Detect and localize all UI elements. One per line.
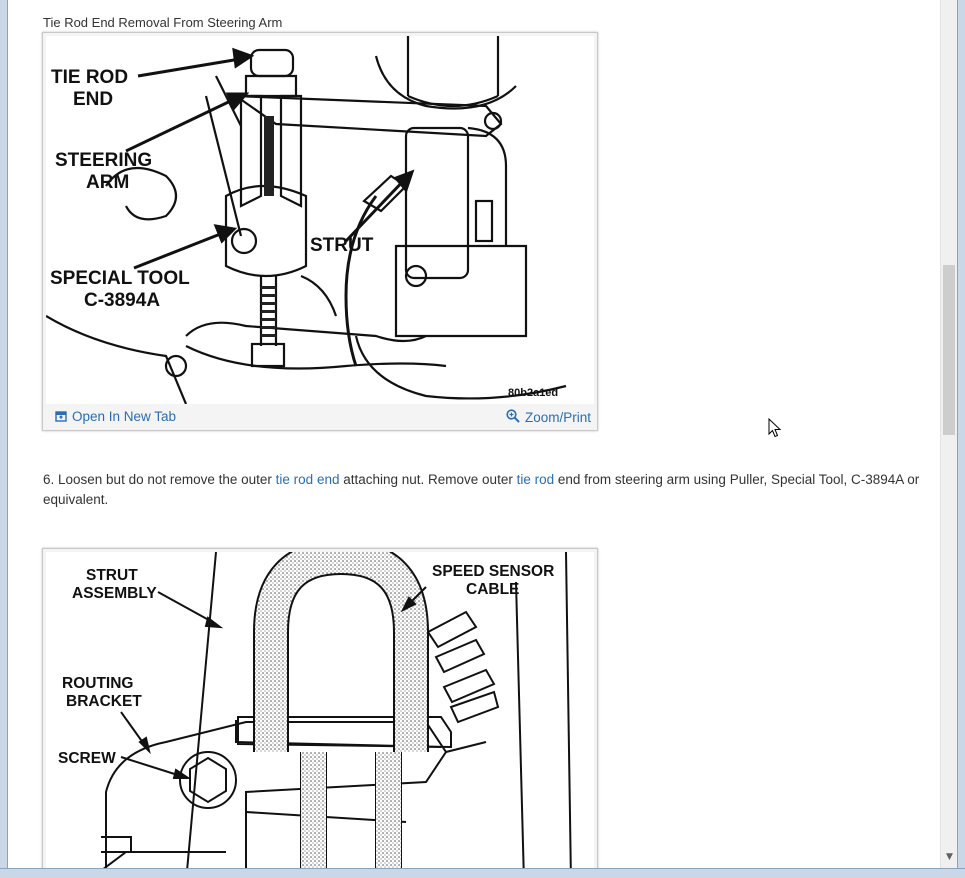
label-routing-1: ROUTING (62, 675, 133, 692)
mouse-pointer-icon (768, 418, 782, 438)
open-in-new-tab-label: Open In New Tab (72, 409, 177, 424)
label-strut-2: ASSEMBLY (72, 585, 157, 602)
label-steering-1: STEERING (55, 150, 152, 171)
zoom-print-link[interactable]: Zoom/Print (506, 409, 591, 425)
label-speed-sensor-1: SPEED SENSOR (432, 563, 554, 580)
label-special-tool-1: SPECIAL TOOL (50, 268, 190, 289)
open-in-new-tab-link[interactable]: Open In New Tab (55, 409, 176, 424)
scroll-down-arrow-icon[interactable]: ▼ (946, 852, 953, 862)
page-content: Tie Rod End Removal From Steering Arm (8, 0, 940, 868)
label-tie-rod-2: END (73, 89, 113, 110)
figure1-caption: Tie Rod End Removal From Steering Arm (43, 15, 283, 30)
open-in-new-tab-icon (55, 411, 67, 422)
figure1-container: TIE ROD END STEERING ARM STRUT SPECIAL T… (42, 32, 598, 431)
label-speed-sensor-2: CABLE (466, 581, 519, 598)
label-strut-1: STRUT (86, 567, 138, 584)
figure2-container: STRUT ASSEMBLY SPEED SENSOR CABLE ROUTIN… (42, 548, 598, 868)
step-6-text: 6. Loosen but do not remove the outer ti… (43, 470, 923, 510)
speed-sensor-diagram: STRUT ASSEMBLY SPEED SENSOR CABLE ROUTIN… (58, 552, 572, 868)
label-tie-rod-1: TIE ROD (51, 67, 128, 88)
window-bottom-frame (0, 868, 965, 878)
figure1-image[interactable]: TIE ROD END STEERING ARM STRUT SPECIAL T… (46, 36, 594, 404)
zoom-magnifier-icon (506, 409, 520, 423)
label-steering-2: ARM (86, 172, 129, 193)
zoom-print-label: Zoom/Print (524, 410, 591, 425)
label-special-tool-2: C-3894A (84, 290, 160, 311)
figure2-image[interactable]: STRUT ASSEMBLY SPEED SENSOR CABLE ROUTIN… (46, 552, 594, 868)
scrollbar-thumb[interactable] (943, 265, 955, 435)
step-6-mid: attaching nut. Remove outer (339, 472, 517, 487)
label-screw: SCREW (58, 750, 116, 767)
tie-rod-link[interactable]: tie rod (516, 472, 555, 487)
label-strut: STRUT (310, 235, 374, 256)
figure-code: 80b2a1ed (508, 387, 558, 399)
step-6-prefix: 6. Loosen but do not remove the outer (43, 472, 276, 487)
window-left-frame (0, 0, 8, 877)
step-6-suffix: end from steering arm using Puller, Spec… (43, 472, 920, 507)
label-routing-2: BRACKET (66, 693, 142, 710)
tie-rod-diagram: TIE ROD END STEERING ARM STRUT SPECIAL T… (46, 36, 567, 404)
window-right-frame (957, 0, 965, 868)
tie-rod-end-link[interactable]: tie rod end (275, 472, 340, 487)
vertical-scrollbar[interactable]: ▼ (940, 0, 958, 868)
figure1-links: Open In New Tab Zoom/Print (43, 405, 597, 427)
